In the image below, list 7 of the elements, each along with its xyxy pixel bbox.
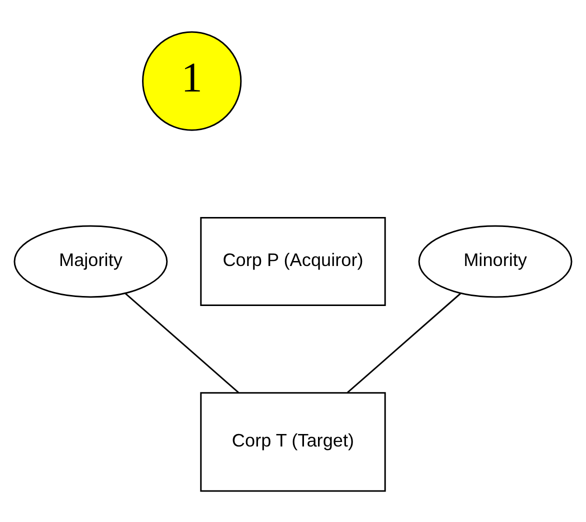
- connector: [346, 292, 461, 393]
- connector: [125, 292, 240, 393]
- node-box: Corp P (Acquiror): [200, 216, 386, 306]
- node-box: Corp T (Target): [200, 392, 386, 492]
- node-ellipse: Minority: [418, 224, 572, 298]
- node-circle: 1: [142, 30, 242, 130]
- node-ellipse: Majority: [14, 224, 168, 298]
